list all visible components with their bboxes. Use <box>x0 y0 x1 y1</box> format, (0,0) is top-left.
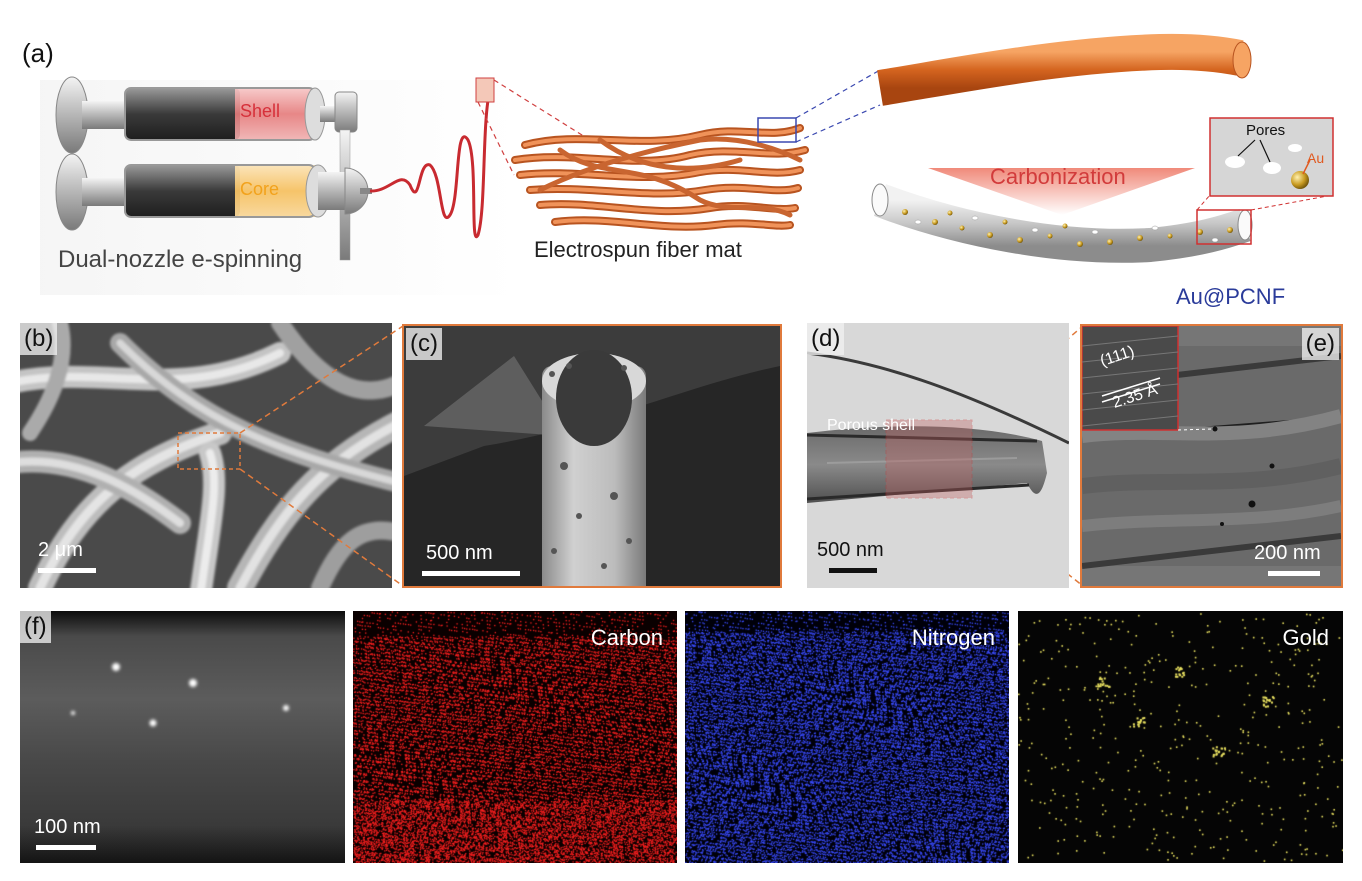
carbonization-arrow <box>928 168 1195 215</box>
panel-f-scale-text: 100 nm <box>34 816 101 838</box>
au-label: Au <box>1307 150 1325 166</box>
panel-c-scale-bar <box>422 571 520 576</box>
panel-b-scale-bar <box>38 568 96 573</box>
panel-e-scale-bar <box>1268 571 1320 576</box>
carbonization-label: Carbonization <box>990 164 1126 189</box>
panel-f-label: (f) <box>20 611 51 643</box>
upper-syringe <box>55 76 358 261</box>
core-label: Core <box>240 179 280 199</box>
au-particles <box>902 209 1233 247</box>
panel-d-scale-text: 500 nm <box>817 539 884 561</box>
panel-a-label: (a) <box>22 38 54 68</box>
spinning-jet <box>369 89 492 239</box>
panel-d-tem: (d) Porous shell 500 nm <box>807 323 1069 588</box>
panel-b-label: (b) <box>20 323 58 355</box>
caption-spinning: Dual-nozzle e-spinning <box>58 246 303 273</box>
panel-d-label: (d) <box>807 323 845 355</box>
map-gold-label: Gold <box>1282 625 1329 650</box>
fiber-mat <box>511 124 809 231</box>
caption-mat: Electrospun fiber mat <box>534 237 742 262</box>
panel-f-scale-bar <box>36 845 96 850</box>
panel-c-label: (c) <box>406 328 442 360</box>
pores <box>914 215 1219 243</box>
panel-e-tem: (111) 2.35 Å (e) 200 nm <box>1080 324 1343 588</box>
panel-b-scale-text: 2 μm <box>38 539 83 561</box>
panel-d-scale-bar <box>829 568 877 573</box>
product-label: Au@PCNF <box>1176 284 1286 309</box>
porous-shell-label: Porous shell <box>827 417 916 434</box>
panel-a-schematic <box>40 33 1334 295</box>
lower-syringe <box>55 153 372 231</box>
carbonized-fiber <box>874 184 1251 263</box>
map-nitrogen: Nitrogen <box>685 611 1009 863</box>
shell-label: Shell <box>240 101 281 121</box>
panel-c-scale-text: 500 nm <box>426 542 493 564</box>
panel-a: (a) <box>0 0 1362 310</box>
panel-c-sem: (c) 500 nm <box>402 324 782 588</box>
map-carbon: Carbon <box>353 611 677 863</box>
panel-b-sem: (b) 2 μm <box>20 323 392 588</box>
single-fiber <box>877 33 1244 106</box>
panel-e-label: (e) <box>1301 328 1339 360</box>
map-carbon-label: Carbon <box>590 625 663 650</box>
map-gold: Gold <box>1018 611 1343 863</box>
panel-e-scale-text: 200 nm <box>1254 542 1321 564</box>
panel-f-haadf: (f) 100 nm <box>20 611 345 863</box>
map-nitrogen-label: Nitrogen <box>911 625 995 650</box>
pores-label: Pores <box>1246 122 1286 139</box>
